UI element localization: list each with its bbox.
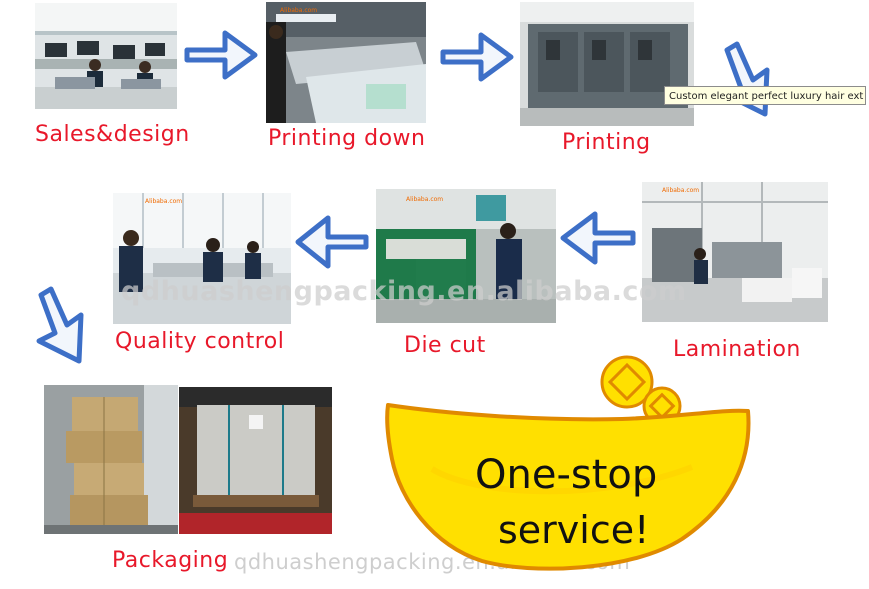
gold-ingot-icon [382, 349, 754, 585]
stage-label-lamination: Lamination [673, 337, 801, 362]
packaging-boxes-photo [44, 385, 178, 534]
stage-label-sales-design: Sales&design [35, 122, 190, 147]
stage-label-die-cut: Die cut [404, 333, 486, 358]
stage-label-packaging: Packaging [112, 548, 229, 573]
svg-text:Alibaba.com: Alibaba.com [662, 187, 699, 194]
badge-line-1: One-stop [475, 452, 658, 498]
arrow-left-icon [292, 210, 372, 274]
sales-design-photo [35, 3, 177, 109]
svg-text:Alibaba.com: Alibaba.com [406, 196, 443, 203]
svg-text:Alibaba.com: Alibaba.com [280, 7, 317, 14]
arrow-down-icon [713, 40, 793, 120]
watermark: qdhuashengpacking.en.alibaba.com [121, 276, 687, 307]
arrow-right-icon [181, 25, 261, 85]
svg-text:Alibaba.com: Alibaba.com [145, 198, 182, 205]
stage-label-printing: Printing [562, 130, 651, 155]
printing-photo [520, 2, 694, 126]
stage-label-printing-down: Printing down [268, 126, 426, 151]
die-cut-photo: Alibaba.com [376, 189, 556, 323]
printing-down-photo: Alibaba.com [266, 2, 426, 123]
arrow-left-icon [557, 205, 639, 271]
arrow-right-icon [437, 27, 517, 87]
stage-label-quality-control: Quality control [115, 329, 285, 354]
gold-coin-icon [600, 355, 654, 409]
tooltip: Custom elegant perfect luxury hair ext [664, 86, 866, 105]
packaging-pallet-photo [179, 387, 332, 534]
badge-line-2: service! [498, 508, 650, 552]
arrow-down-icon [27, 285, 109, 367]
lamination-photo: Alibaba.com [642, 182, 828, 322]
quality-control-photo: Alibaba.com [113, 193, 291, 324]
